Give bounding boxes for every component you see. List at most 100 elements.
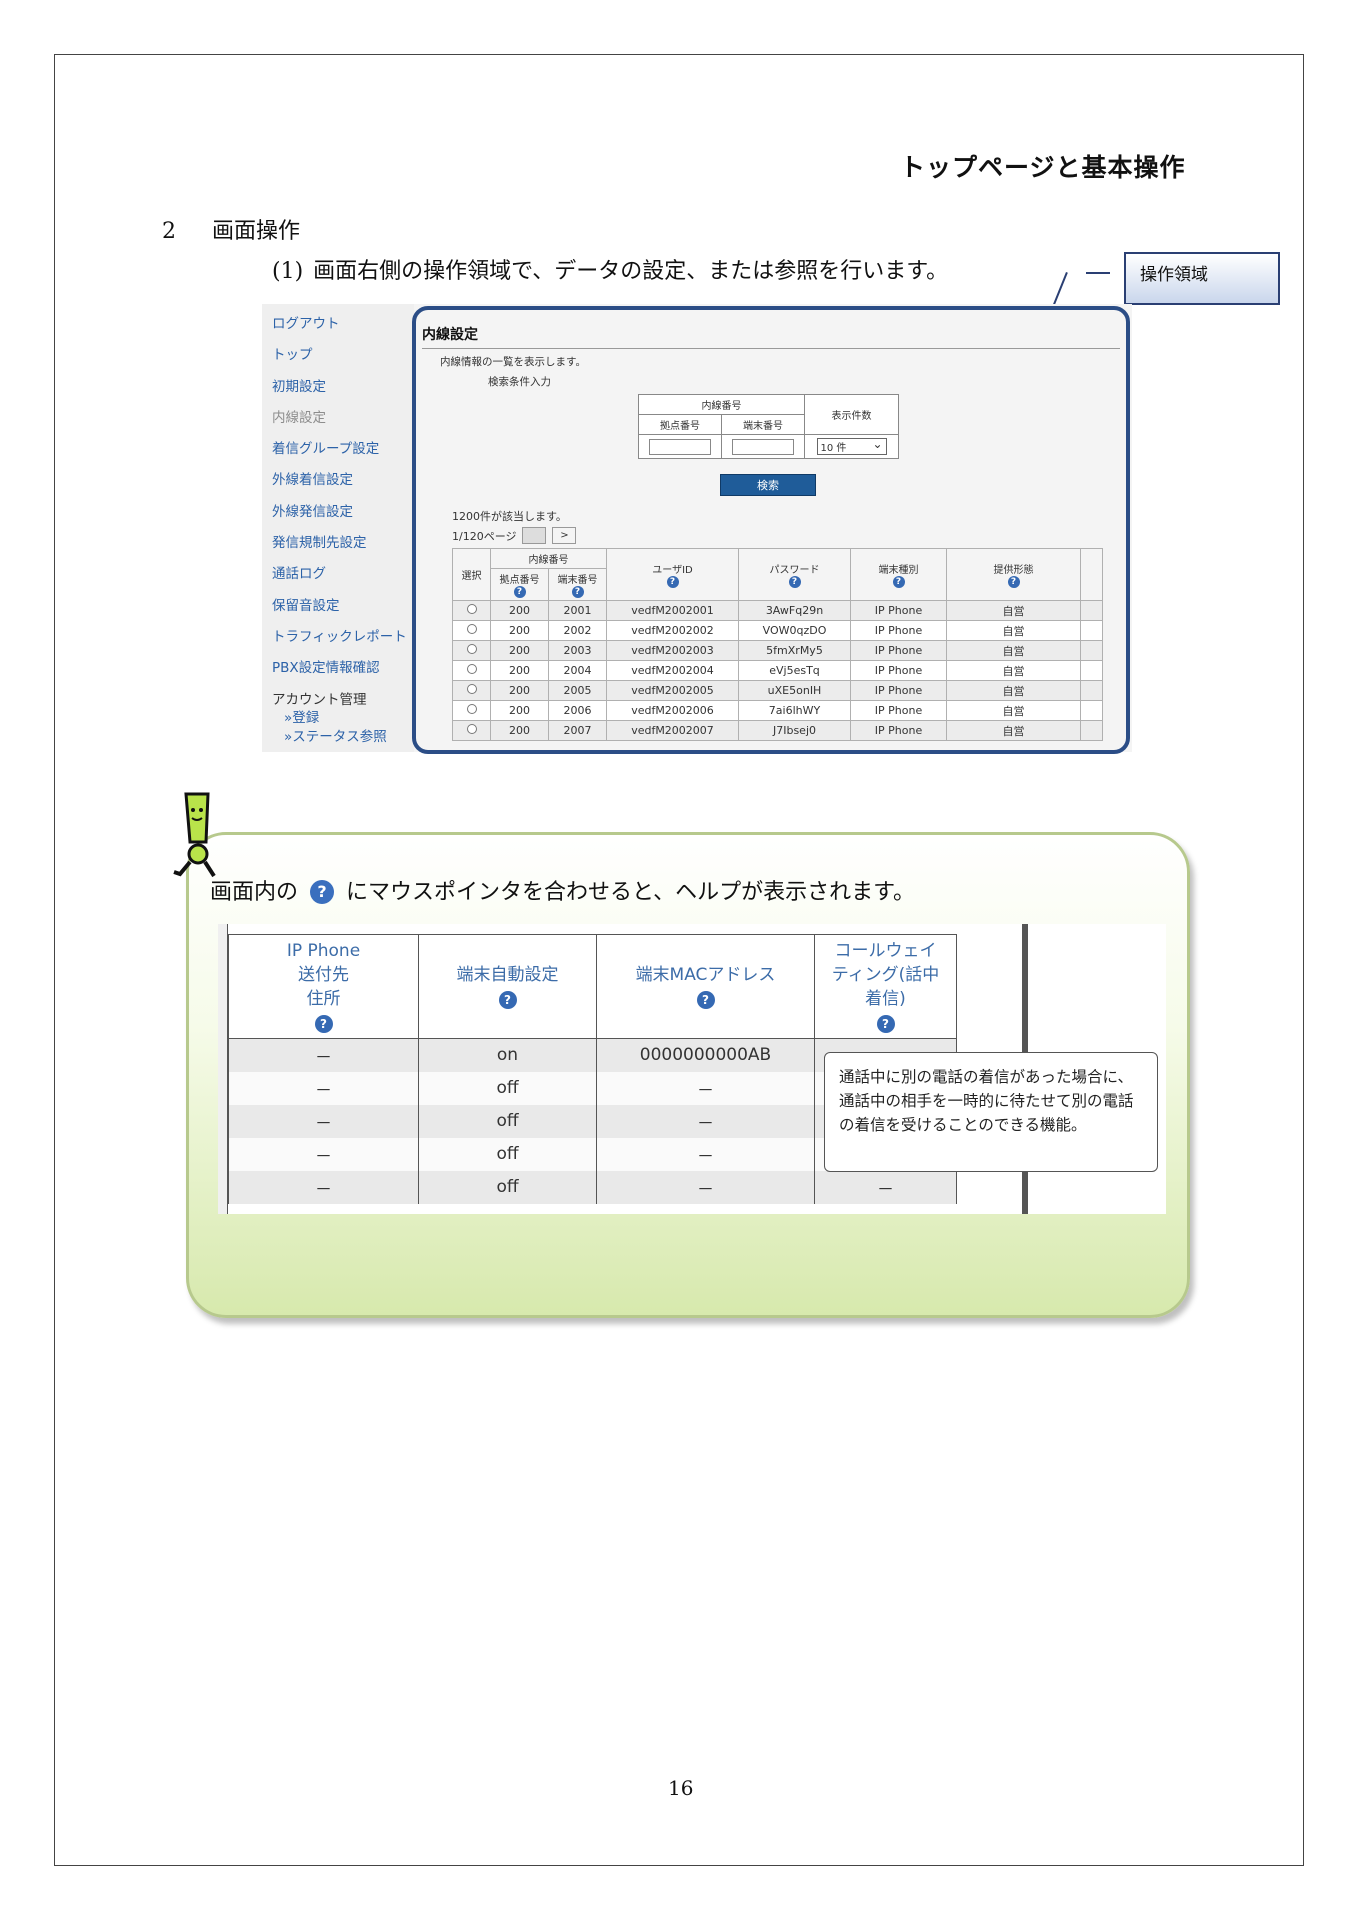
col-call-waiting-line2: ティング(話中 bbox=[831, 964, 940, 985]
col-site-number-label: 拠点番号 bbox=[499, 575, 540, 586]
row-radio[interactable] bbox=[466, 604, 477, 614]
sidebar-item-traffic-report[interactable]: トラフィックレポート bbox=[272, 628, 407, 645]
help-icon[interactable]: ? bbox=[892, 576, 905, 588]
col-ip-phone-line2: 送付先 bbox=[298, 964, 349, 985]
row-radio[interactable] bbox=[466, 724, 477, 734]
password-cell: J7Ibsej0 bbox=[738, 720, 851, 741]
terminal-number-cell: 2001 bbox=[548, 600, 607, 621]
password-cell: 7ai6lhWY bbox=[738, 700, 851, 721]
password-cell: eVj5esTq bbox=[738, 660, 851, 681]
help-icon[interactable]: ? bbox=[666, 576, 679, 588]
sidebar-item-call-log[interactable]: 通話ログ bbox=[272, 566, 326, 583]
sidebar-item-call-restriction[interactable]: 発信規制先設定 bbox=[272, 535, 367, 552]
extension-table: 選択 内線番号 ユーザID? パスワード? 端末種別? 提供形態? 拠点番号? … bbox=[452, 548, 1103, 741]
sidebar-item-incoming-group[interactable]: 着信グループ設定 bbox=[272, 441, 380, 458]
sidebar-item-hold-music[interactable]: 保留音設定 bbox=[272, 597, 340, 614]
terminal-type-cell: IP Phone bbox=[850, 640, 947, 661]
subsection-number: (1) bbox=[272, 259, 304, 284]
display-count-cell: 10 件⌄ bbox=[804, 434, 899, 459]
search-button[interactable]: 検索 bbox=[720, 474, 816, 496]
subsection-line: (1)画面右側の操作領域で、データの設定、または参照を行います。 bbox=[272, 253, 948, 285]
sidebar-item-outside-outgoing[interactable]: 外線発信設定 bbox=[272, 503, 353, 520]
row-radio[interactable] bbox=[466, 684, 477, 694]
sidebar-item-account: アカウント管理 bbox=[272, 691, 367, 708]
sidebar-subitem-status[interactable]: »ステータス参照 bbox=[284, 728, 387, 745]
help-icon[interactable]: ? bbox=[788, 576, 801, 588]
auto-setting-cell: off bbox=[418, 1104, 597, 1138]
display-count-select[interactable]: 10 件⌄ bbox=[816, 437, 887, 455]
col-call-waiting: コールウェイ ティング(話中 着信) ? bbox=[814, 934, 957, 1039]
prev-page-button[interactable] bbox=[522, 527, 547, 544]
sidebar-menu: ログアウト トップ 初期設定 内線設定 着信グループ設定 外線着信設定 外線発信… bbox=[262, 304, 414, 752]
operation-area-highlight bbox=[412, 306, 1130, 754]
terminal-number-cell: 2003 bbox=[548, 640, 607, 661]
mac-address-cell: － bbox=[596, 1170, 815, 1204]
mac-address-cell: － bbox=[596, 1071, 815, 1105]
help-icon[interactable]: ? bbox=[513, 586, 526, 598]
search-form: 内線番号 表示件数 拠点番号 端末番号 10 件⌄ bbox=[638, 394, 899, 459]
hint-text-after: にマウスポインタを合わせると、ヘルプが表示されます。 bbox=[346, 880, 915, 905]
sidebar-item-top[interactable]: トップ bbox=[272, 347, 313, 364]
col-auto-setting-label: 端末自動設定 bbox=[456, 964, 559, 985]
col-overflow bbox=[1080, 548, 1103, 601]
ip-phone-address-cell: － bbox=[228, 1038, 419, 1072]
row-radio[interactable] bbox=[466, 664, 477, 674]
help-icon[interactable]: ? bbox=[314, 1014, 333, 1033]
terminal-type-cell: IP Phone bbox=[850, 620, 947, 641]
display-count-value: 10 件 bbox=[820, 443, 847, 454]
site-number-cell: 200 bbox=[490, 700, 549, 721]
overflow-cell bbox=[1080, 660, 1103, 681]
help-icon[interactable]: ? bbox=[1007, 576, 1020, 588]
user-id-cell: vedfM2002002 bbox=[606, 620, 739, 641]
col-call-waiting-line3: 着信) bbox=[865, 988, 906, 1009]
help-tooltip: 通話中に別の電話の着信があった場合に、通話中の相手を一時的に待たせて別の電話の着… bbox=[824, 1052, 1158, 1172]
col-select: 選択 bbox=[452, 548, 491, 601]
help-icon[interactable]: ? bbox=[696, 990, 715, 1009]
callout-leader-hook bbox=[1086, 272, 1110, 274]
exclamation-mascot-icon bbox=[173, 792, 216, 878]
site-number-input[interactable] bbox=[649, 438, 711, 455]
terminal-number-input[interactable] bbox=[732, 438, 794, 455]
terminal-type-cell: IP Phone bbox=[850, 720, 947, 741]
row-radio[interactable] bbox=[466, 624, 477, 634]
callout-box: 操作領域 bbox=[1124, 252, 1280, 305]
site-number-cell: 200 bbox=[490, 720, 549, 741]
sidebar-item-extension-settings[interactable]: 内線設定 bbox=[272, 409, 326, 426]
help-icon[interactable]: ? bbox=[498, 990, 517, 1009]
auto-setting-cell: on bbox=[418, 1038, 597, 1072]
ip-phone-address-cell: － bbox=[228, 1071, 419, 1105]
sidebar-item-logout[interactable]: ログアウト bbox=[272, 316, 340, 332]
sidebar-item-initial-settings[interactable]: 初期設定 bbox=[272, 378, 326, 395]
sidebar-item-outside-incoming[interactable]: 外線着信設定 bbox=[272, 472, 353, 489]
help-icon[interactable]: ? bbox=[876, 1014, 895, 1033]
screen-description: 内線情報の一覧を表示します。 bbox=[440, 356, 586, 368]
terminal-number-header: 端末番号 bbox=[721, 414, 805, 435]
col-terminal-number-label: 端末番号 bbox=[557, 575, 598, 586]
auto-setting-cell: off bbox=[418, 1137, 597, 1171]
row-radio[interactable] bbox=[466, 644, 477, 654]
col-mac-address-label: 端末MACアドレス bbox=[635, 964, 776, 985]
mac-address-cell: － bbox=[596, 1104, 815, 1138]
next-page-button[interactable]: > bbox=[552, 527, 577, 544]
col-password: パスワード? bbox=[738, 548, 851, 601]
user-id-cell: vedfM2002006 bbox=[606, 700, 739, 721]
auto-setting-cell: off bbox=[418, 1071, 597, 1105]
password-cell: uXE5onIH bbox=[738, 680, 851, 701]
page-frame bbox=[54, 54, 1304, 1866]
terminal-type-cell: IP Phone bbox=[850, 700, 947, 721]
help-icon[interactable]: ? bbox=[571, 586, 584, 598]
terminal-table: IP Phone 送付先 住所 ? 端末自動設定 ? 端末MACアドレス ? コ… bbox=[228, 934, 957, 1204]
provision-cell: 自営 bbox=[946, 600, 1081, 621]
search-condition-label: 検索条件入力 bbox=[488, 376, 551, 388]
sidebar-item-pbx-info[interactable]: PBX設定情報確認 bbox=[272, 660, 380, 677]
row-radio[interactable] bbox=[466, 704, 477, 714]
col-auto-setting: 端末自動設定 ? bbox=[418, 934, 597, 1039]
sidebar-subitem-register[interactable]: »登録 bbox=[284, 709, 320, 726]
